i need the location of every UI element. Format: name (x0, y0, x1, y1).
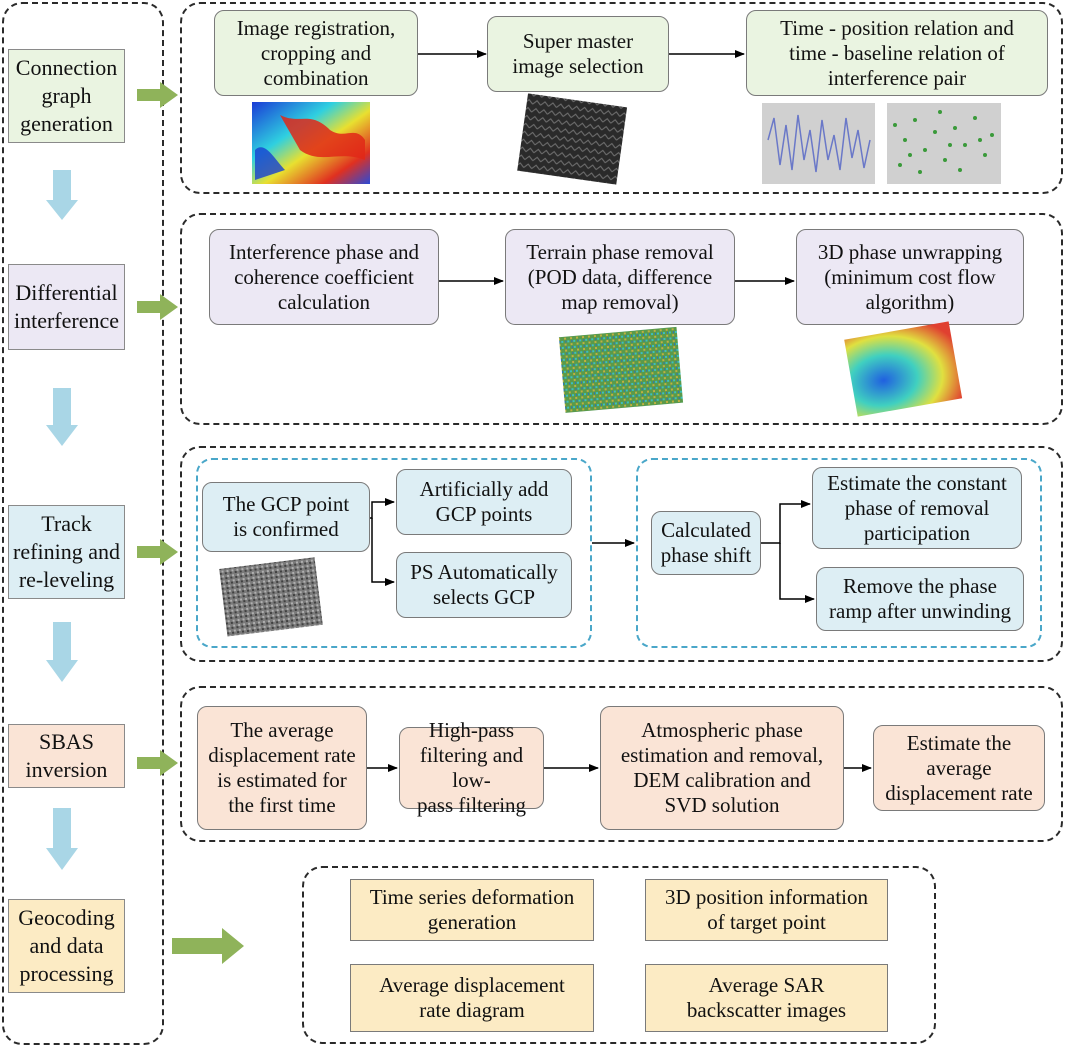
phase-shift-subframe (636, 458, 1042, 648)
backscatter-box: Average SAR backscatter images (645, 964, 888, 1032)
master-image (517, 93, 628, 185)
gcp-subframe (196, 458, 592, 648)
green-arrows (137, 82, 244, 964)
deformation-box: Time series deformation generation (350, 879, 594, 941)
gcp-confirmed-box: The GCP point is confirmed (202, 482, 370, 552)
gcp-image (219, 557, 323, 637)
add-gcp-box: Artificially add GCP points (396, 469, 572, 535)
step-track-refining: Track refining and re-leveling (8, 505, 125, 599)
step-geocoding: Geocoding and data processing (8, 899, 125, 993)
image-registration-box: Image registration, cropping and combina… (214, 10, 418, 96)
step-sbas-inversion: SBAS inversion (8, 724, 125, 788)
dem-image (252, 102, 370, 184)
steps-frame (2, 2, 164, 1045)
step-connection-graph: Connection graph generation (8, 49, 125, 143)
track-frame (180, 446, 1063, 662)
phase-unwrapping-box: 3D phase unwrapping (minimum cost flow a… (796, 229, 1024, 325)
rate-diagram-box: Average displacement rate diagram (350, 964, 594, 1032)
interference-phase-box: Interference phase and coherence coeffic… (209, 229, 439, 325)
geocoding-frame (302, 866, 936, 1044)
flow-arrows (367, 50, 872, 772)
phase-ramp-box: Remove the phase ramp after unwinding (816, 567, 1024, 631)
first-rate-box: The average displacement rate is estimat… (197, 706, 367, 830)
step-differential-interference: Differential interference (8, 264, 125, 350)
super-master-box: Super master image selection (487, 16, 669, 92)
ps-gcp-box: PS Automatically selects GCP (396, 552, 572, 618)
estimate-rate-box: Estimate the average displacement rate (873, 725, 1045, 811)
atmospheric-box: Atmospheric phase estimation and removal… (600, 706, 844, 830)
phase-shift-box: Calculated phase shift (651, 511, 761, 575)
constant-phase-box: Estimate the constant phase of removal p… (812, 467, 1022, 549)
sbas-frame (180, 686, 1063, 842)
terrain-phase-image (558, 326, 684, 413)
time-baseline-plot (887, 103, 1001, 184)
position-box: 3D position information of target point (645, 879, 888, 941)
time-relation-box: Time - position relation and time - base… (746, 10, 1048, 96)
time-position-plot (762, 103, 875, 184)
connection-graph-frame (180, 2, 1063, 194)
unwrapped-phase-image (844, 321, 963, 417)
blue-arrows (46, 170, 78, 870)
differential-frame (180, 213, 1063, 425)
terrain-phase-box: Terrain phase removal (POD data, differe… (505, 229, 735, 325)
